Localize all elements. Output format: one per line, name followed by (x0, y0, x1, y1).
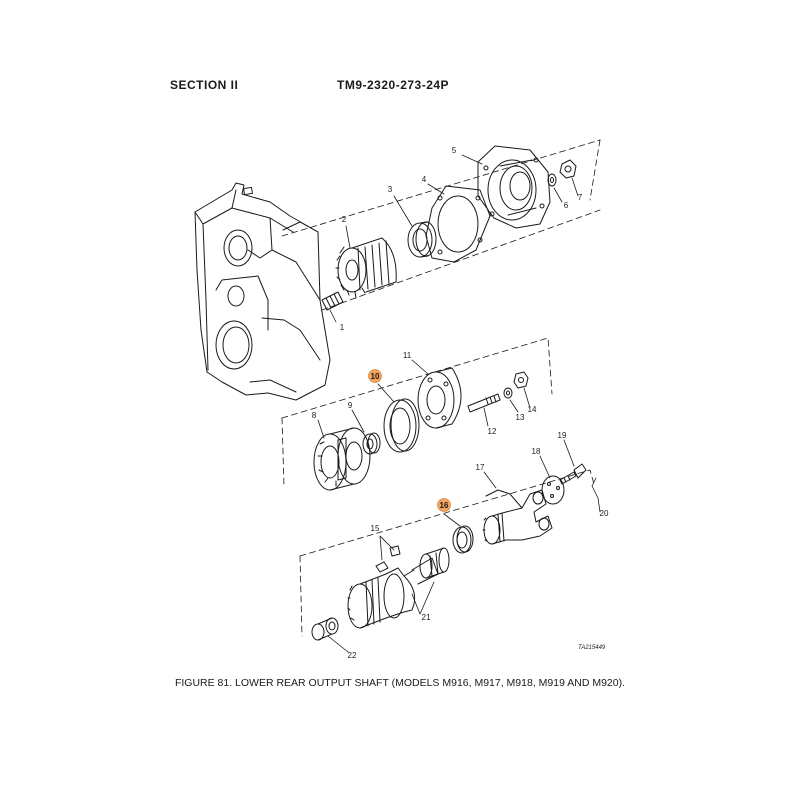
callout-number-5: 5 (452, 146, 457, 155)
callout-6: 6 (564, 201, 569, 210)
bearing-part-8 (313, 427, 371, 491)
gasket-part-4 (425, 185, 491, 263)
callout-number-3: 3 (388, 185, 393, 194)
callout-highlight-16 (437, 498, 451, 512)
ring-part-3 (407, 221, 437, 258)
seal-ring-part-10 (383, 398, 420, 453)
leader-lines (317, 154, 601, 653)
callout-8: 8 (312, 411, 317, 420)
callout-21: 21 (422, 613, 431, 622)
nut-part-7 (559, 159, 577, 179)
cover-part-5 (477, 145, 551, 229)
callout-12: 12 (488, 427, 497, 436)
washer-part-9 (362, 432, 381, 455)
callout-number-22: 22 (348, 651, 357, 660)
callout-number-16: 16 (440, 501, 449, 510)
callout-10: 10 (368, 369, 382, 383)
transfer-case-housing (194, 182, 331, 401)
seal-ring-part-16 (452, 525, 474, 554)
pin-part-1 (321, 291, 344, 311)
callout-16: 16 (437, 498, 451, 512)
key-part-15 (375, 545, 401, 573)
callout-5: 5 (452, 146, 457, 155)
callout-7: 7 (578, 193, 583, 202)
callout-11: 11 (403, 351, 412, 360)
callout-number-18: 18 (532, 447, 541, 456)
callout-17: 17 (476, 463, 485, 472)
callout-19: 19 (558, 431, 567, 440)
callout-number-14: 14 (528, 405, 537, 414)
washer-part-13 (503, 387, 513, 399)
bushing-part-22 (311, 617, 339, 641)
manual-number: TM9-2320-273-24P (337, 78, 450, 92)
callout-number-8: 8 (312, 411, 317, 420)
callout-number-10: 10 (371, 372, 380, 381)
nut-part-14 (513, 371, 529, 389)
callout-highlight-10 (368, 369, 382, 383)
callout-number-19: 19 (558, 431, 567, 440)
washer-plate-part-18 (541, 475, 565, 505)
output-shaft-part-21 (347, 547, 450, 629)
callout-9: 9 (348, 401, 353, 410)
callout-number-21: 21 (422, 613, 431, 622)
callout-number-7: 7 (578, 193, 583, 202)
callout-number-2: 2 (342, 215, 347, 224)
callout-number-12: 12 (488, 427, 497, 436)
callout-14: 14 (528, 405, 537, 414)
callout-number-11: 11 (403, 351, 412, 360)
callout-3: 3 (388, 185, 393, 194)
callout-number-20: 20 (600, 509, 609, 518)
callout-20: 20 (600, 509, 609, 518)
callout-number-9: 9 (348, 401, 353, 410)
gear-part-2 (335, 237, 397, 299)
stud-part-12 (467, 393, 501, 413)
callout-15: 15 (371, 524, 380, 533)
callout-number-17: 17 (476, 463, 485, 472)
callout-2: 2 (342, 215, 347, 224)
callout-1: 1 (340, 323, 345, 332)
section-heading: SECTION II (170, 78, 239, 92)
callout-13: 13 (516, 413, 525, 422)
flange-part-11 (417, 367, 462, 429)
callout-number-4: 4 (422, 175, 427, 184)
callout-18: 18 (532, 447, 541, 456)
callout-number-1: 1 (340, 323, 345, 332)
callout-number-15: 15 (371, 524, 380, 533)
yoke-part-17 (482, 489, 553, 545)
bolt-part-19 (559, 463, 587, 485)
figure-caption: FIGURE 81. LOWER REAR OUTPUT SHAFT (MODE… (174, 677, 626, 689)
callout-number-6: 6 (564, 201, 569, 210)
drawing-reference: TA215449 (578, 645, 606, 651)
callout-number-13: 13 (516, 413, 525, 422)
washer-part-6 (547, 173, 557, 187)
callout-22: 22 (348, 651, 357, 660)
callout-4: 4 (422, 175, 427, 184)
